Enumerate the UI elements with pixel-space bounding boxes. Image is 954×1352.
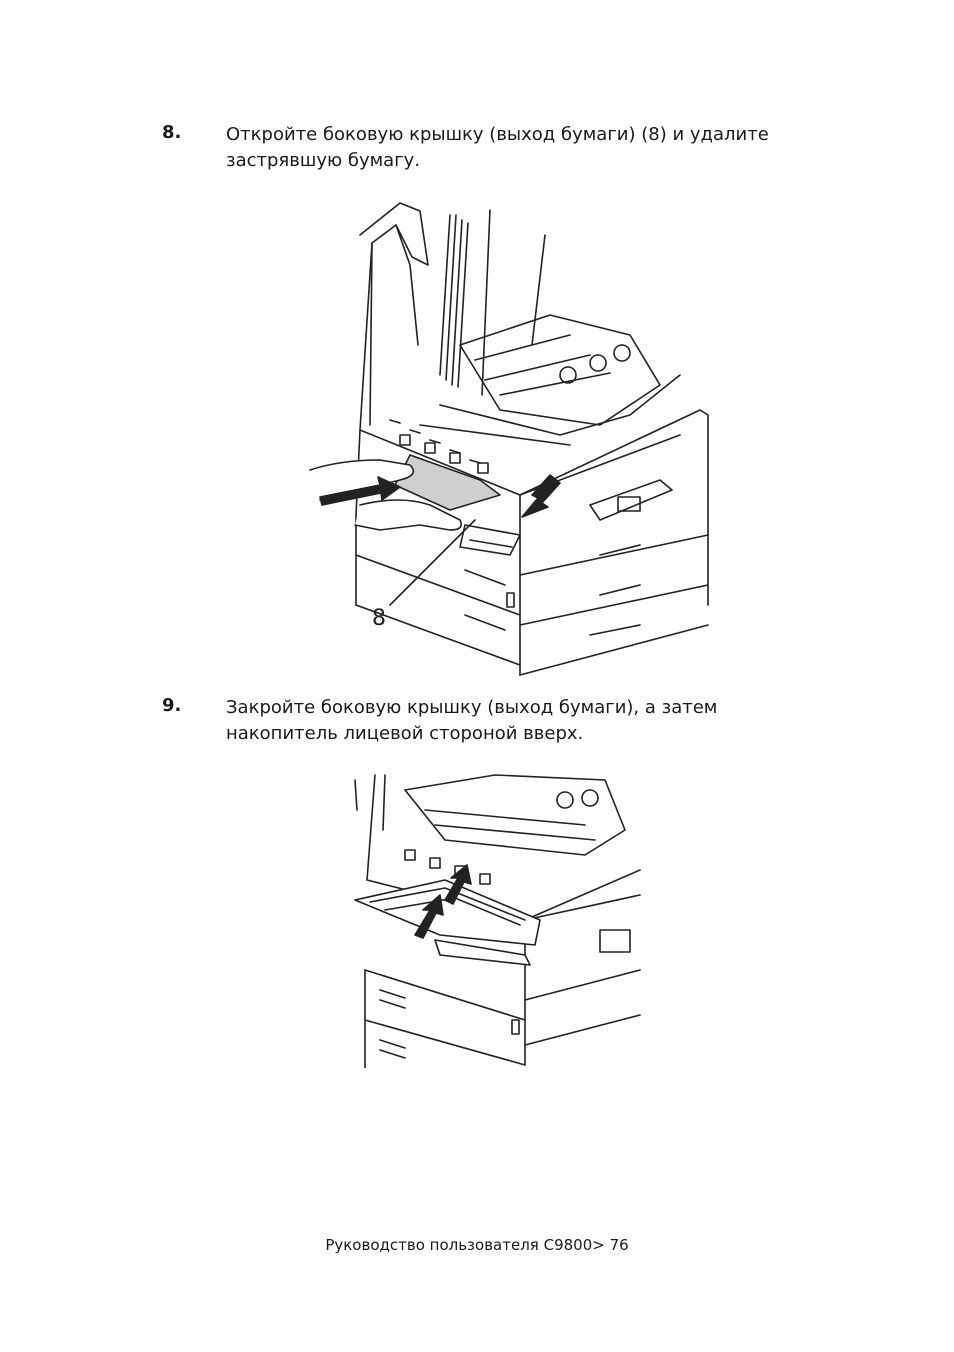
step-9-line-2: накопитель лицевой стороной вверх. bbox=[226, 723, 584, 744]
step-8-line-1: Откройте боковую крышку (выход бумаги) (… bbox=[226, 124, 769, 145]
step-8-text: Откройте боковую крышку (выход бумаги) (… bbox=[226, 122, 826, 174]
step-9-number: 9. bbox=[162, 695, 182, 716]
step-9-text: Закройте боковую крышку (выход бумаги), … bbox=[226, 695, 826, 747]
step-8-line-2: застрявшую бумагу. bbox=[226, 150, 421, 171]
page-footer: Руководство пользователя C9800> 76 bbox=[325, 1236, 629, 1254]
step-9-line-1: Закройте боковую крышку (выход бумаги), … bbox=[226, 697, 718, 718]
printer-open-cover-illustration: 8 bbox=[309, 202, 709, 676]
printer-close-cover-illustration bbox=[354, 774, 641, 1068]
figure-1-callout: 8 bbox=[372, 606, 386, 631]
step-8-number: 8. bbox=[162, 122, 182, 143]
